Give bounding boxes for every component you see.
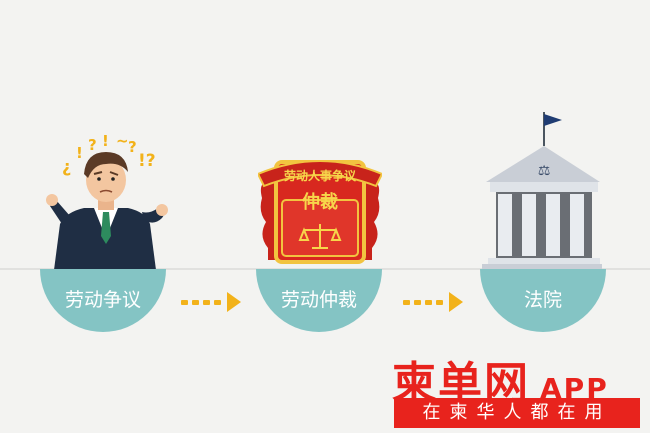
svg-text:!: ! bbox=[76, 144, 83, 162]
scroll-top-text: 劳动人事争议 bbox=[284, 168, 357, 183]
svg-text:!?: !? bbox=[138, 151, 156, 171]
flag-icon bbox=[544, 114, 562, 126]
svg-text:~: ~ bbox=[116, 132, 129, 150]
arrow-1 bbox=[181, 292, 241, 312]
scroll-main-text: 仲裁 bbox=[302, 191, 338, 213]
scale-icon: ⚖ bbox=[538, 163, 551, 179]
svg-text:!: ! bbox=[102, 132, 109, 150]
step-label: 法院 bbox=[523, 289, 562, 311]
svg-text:?: ? bbox=[88, 136, 97, 154]
arrow-right-icon bbox=[227, 292, 241, 312]
courthouse-illustration: ⚖ bbox=[482, 112, 602, 270]
scale-icon bbox=[298, 224, 342, 249]
arrow-right-icon bbox=[449, 292, 463, 312]
svg-text:¿: ¿ bbox=[62, 157, 71, 176]
step-label: 劳动仲裁 bbox=[280, 289, 357, 311]
arbitration-scroll-illustration: 劳动人事争议 仲裁 bbox=[258, 160, 382, 264]
watermark-slogan: 在柬华人都在用 bbox=[394, 398, 640, 428]
svg-text:?: ? bbox=[128, 138, 137, 156]
confused-man-illustration: ¿ ! ? ! ~ ? !? bbox=[46, 132, 168, 270]
step-label: 劳动争议 bbox=[64, 289, 141, 311]
arrow-2 bbox=[403, 292, 463, 312]
